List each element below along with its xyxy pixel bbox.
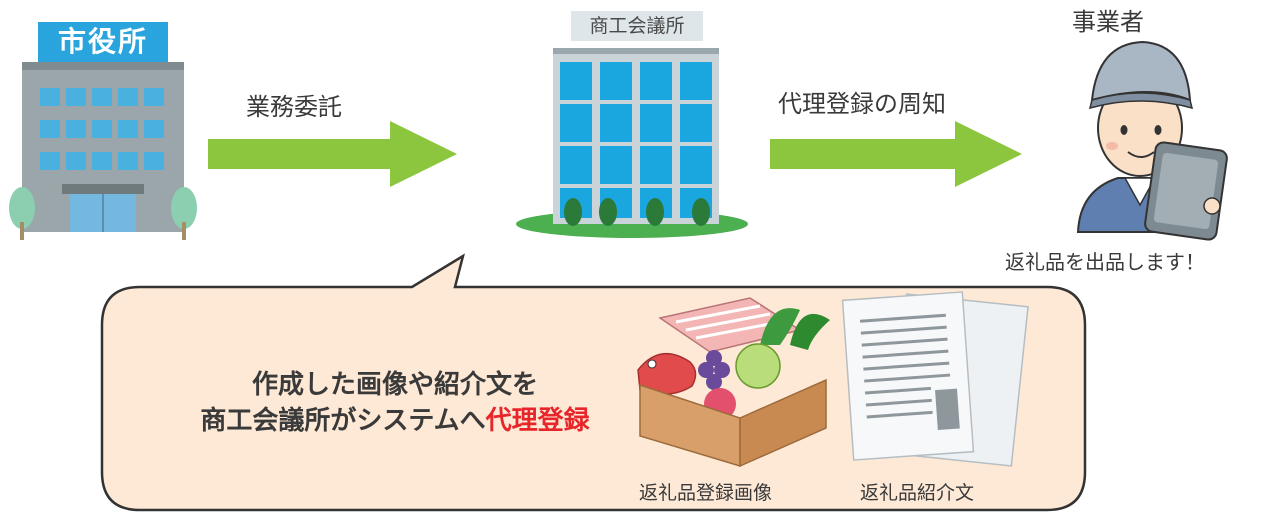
chamber-label: 商工会議所 <box>589 15 685 37</box>
business-label: 事業者 <box>1072 8 1144 36</box>
callout-text-line1: 作成した画像や紹介文を <box>251 370 538 400</box>
business-speech: 返礼品を出品します！ <box>1005 250 1205 274</box>
callout-text-line2: 商工会議所がシステムへ代理登録 <box>160 400 630 437</box>
city-hall-label: 市役所 <box>57 25 148 58</box>
documents-icon <box>841 291 1029 467</box>
city-hall-sign <box>38 22 168 62</box>
arrow-2 <box>770 121 1022 187</box>
gift-box-icon <box>637 297 830 468</box>
callout-highlight: 代理登録 <box>485 406 590 436</box>
arrow-2-label: 代理登録の周知 <box>778 90 946 118</box>
arrow-1-label: 業務委託 <box>246 93 342 121</box>
gift-image-caption: 返礼品登録画像 <box>639 482 773 504</box>
business-person-icon <box>1076 40 1228 241</box>
chamber-sign <box>571 11 703 41</box>
intro-text-caption: 返礼品紹介文 <box>860 482 975 504</box>
city-hall-icon <box>9 22 197 240</box>
arrow-1 <box>208 121 457 187</box>
chamber-building-icon <box>516 11 748 238</box>
callout-text-line2-prefix: 商工会議所がシステムへ <box>200 406 486 436</box>
callout-bubble <box>100 253 1087 512</box>
